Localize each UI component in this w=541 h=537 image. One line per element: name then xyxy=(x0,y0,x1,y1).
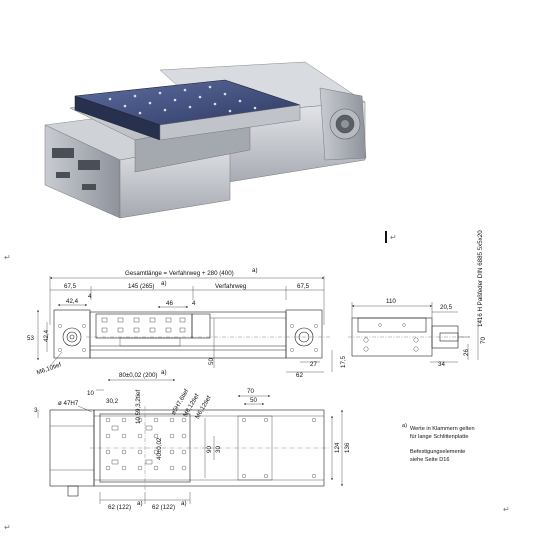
dim-flange-key: 1416 H Paßfeder DIN 6885 5x5x20 xyxy=(477,230,484,327)
text-cursor-icon xyxy=(385,231,387,243)
dim-42-4-vertical: 42,4 xyxy=(43,329,50,342)
dim-67-5-left: 67,5 xyxy=(64,283,77,290)
dim-42-4: 42,4 xyxy=(66,298,79,305)
dim-90: 90 xyxy=(206,446,213,453)
dim-47h7: ø 47H7 xyxy=(58,400,79,407)
dim-62-b-sup: a) xyxy=(181,500,187,507)
dim-4b: 4 xyxy=(192,300,196,307)
dim-m6-10tief: M6,10tief xyxy=(36,361,63,376)
dim-145-sup: a) xyxy=(161,280,167,287)
dim-30: 30 xyxy=(215,446,222,453)
paragraph-mark-icon: ↵ xyxy=(503,505,510,514)
dim-50-top: 50 xyxy=(250,397,257,404)
note2-line1: Befestigungselemente xyxy=(410,449,465,455)
top-view-drawing: 80±0,02 (200) a) 10 ø 47H7 30,2 10,59,3,… xyxy=(34,369,351,511)
front-view-drawing: Gesamtlänge = Verfahrweg + 280 (400) a) … xyxy=(27,267,347,379)
dim-70-top: 70 xyxy=(247,388,254,395)
dim-62-a-sup: a) xyxy=(137,500,143,507)
stroke-label: Verfahrweg xyxy=(215,283,247,290)
dim-110: 110 xyxy=(386,298,396,305)
paragraph-mark-icon: ↵ xyxy=(390,233,397,242)
dim-26: 26 xyxy=(463,349,470,356)
dim-20-5: 20,5 xyxy=(440,304,453,311)
dim-27: 27 xyxy=(310,361,317,368)
dim-136: 136 xyxy=(344,442,351,453)
dim-3: 3 xyxy=(34,407,38,414)
note1-line1: Werte in Klammern gelten xyxy=(410,426,475,432)
dim-46: 46 xyxy=(166,300,173,307)
dim-62: 62 xyxy=(296,372,303,379)
total-length-label: Gesamtlänge = Verfahrweg + 280 (400) xyxy=(125,270,234,277)
dim-62-a: 62 (122) xyxy=(108,504,131,511)
dim-70: 70 xyxy=(480,337,487,344)
dim-80-sup: a) xyxy=(161,369,167,376)
total-length-sup: a) xyxy=(252,267,258,274)
product-rendering xyxy=(44,61,367,219)
dim-10: 10 xyxy=(87,390,94,397)
dim-40: 40±0,02 xyxy=(156,437,163,460)
dim-62-b: 62 (122) xyxy=(152,504,175,511)
dim-30-2: 30,2 xyxy=(106,398,119,405)
dim-124: 124 xyxy=(334,442,341,453)
dim-10-59: 10,59,3,2tief xyxy=(135,390,142,424)
paragraph-mark-icon: ↵ xyxy=(4,253,11,262)
drawing-notes: a) Werte in Klammern gelten für lange Sc… xyxy=(402,423,475,463)
note1-line2: für lange Schlittenplatte xyxy=(410,434,468,440)
dim-17-5: 17,5 xyxy=(340,355,347,368)
side-view-drawing: 110 20,5 1416 H Paßfeder DIN 6885 5x5x20… xyxy=(348,230,487,368)
dim-4a: 4 xyxy=(88,293,92,300)
dim-50: 50 xyxy=(208,358,215,365)
paragraph-mark-icon: ↵ xyxy=(4,523,11,532)
dim-34: 34 xyxy=(438,361,445,368)
note1-sup: a) xyxy=(402,423,407,429)
note2-line2: siehe Seite D16 xyxy=(410,457,450,463)
dim-80: 80±0,02 (200) xyxy=(119,372,158,379)
dim-53: 53 xyxy=(27,335,34,342)
dim-145: 145 (265) xyxy=(128,283,155,290)
dim-67-5-right: 67,5 xyxy=(297,283,310,290)
